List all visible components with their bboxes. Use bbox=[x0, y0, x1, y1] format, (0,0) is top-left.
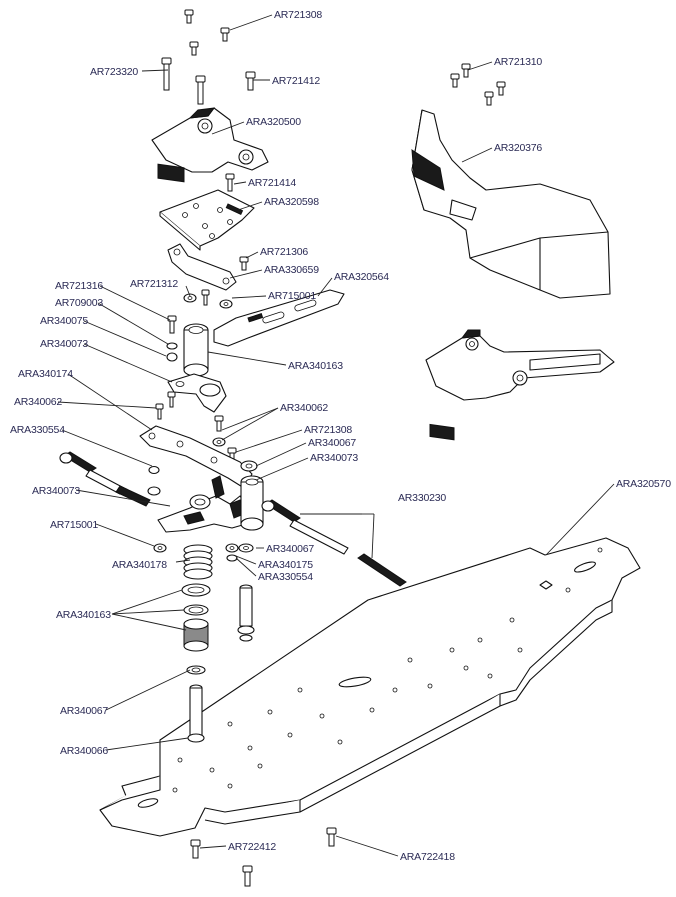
king-pin-post bbox=[187, 684, 205, 743]
label-ar340073-right: AR340073 bbox=[310, 452, 358, 464]
steering-hub-lower bbox=[157, 475, 249, 533]
upper-nuts bbox=[166, 293, 233, 362]
label-ar721308-mid: AR721308 bbox=[304, 424, 352, 436]
label-ara340163-lower: ARA340163 bbox=[56, 609, 111, 621]
center-link-plate bbox=[139, 425, 253, 489]
servo-saver-arm bbox=[167, 243, 237, 291]
label-ar340067-upper: AR340067 bbox=[308, 437, 356, 449]
screws bbox=[155, 9, 506, 887]
label-ar340075: AR340075 bbox=[40, 315, 88, 327]
label-ar721306: AR721306 bbox=[260, 246, 308, 258]
upper-post bbox=[183, 323, 209, 377]
body-shell bbox=[411, 109, 611, 299]
bulkhead-assembled bbox=[425, 329, 615, 441]
label-ar721316: AR721316 bbox=[55, 280, 103, 292]
steering-plate bbox=[159, 189, 255, 251]
label-ara340178: ARA340178 bbox=[112, 559, 167, 571]
steering-arm-long bbox=[213, 289, 345, 347]
label-ar330230: AR330230 bbox=[398, 492, 446, 504]
label-ar715001-lower: AR715001 bbox=[50, 519, 98, 531]
bell-crank bbox=[167, 373, 227, 413]
label-ar340067-lower: AR340067 bbox=[60, 705, 108, 717]
label-ara330554-lower: ARA330554 bbox=[258, 571, 313, 583]
label-ara340175: ARA340175 bbox=[258, 559, 313, 571]
label-ar340062-left: AR340062 bbox=[14, 396, 62, 408]
label-ara330554-left: ARA330554 bbox=[10, 424, 65, 436]
lower-stack bbox=[181, 583, 211, 675]
label-ar721412: AR721412 bbox=[272, 75, 320, 87]
label-ar340066: AR340066 bbox=[60, 745, 108, 757]
label-ar721312: AR721312 bbox=[130, 278, 178, 290]
label-ara320500: ARA320500 bbox=[246, 116, 301, 128]
label-ar340073-upper: AR340073 bbox=[40, 338, 88, 350]
label-ara320564: ARA320564 bbox=[334, 271, 389, 283]
label-ara330659: ARA330659 bbox=[264, 264, 319, 276]
spring bbox=[183, 544, 213, 580]
label-ar340073-left: AR340073 bbox=[32, 485, 80, 497]
label-ara340174: ARA340174 bbox=[18, 368, 73, 380]
label-ar320376: AR320376 bbox=[494, 142, 542, 154]
lower-pin bbox=[237, 584, 255, 642]
label-ara320598: ARA320598 bbox=[264, 196, 319, 208]
label-ar709003: AR709003 bbox=[55, 297, 103, 309]
label-ara320570: ARA320570 bbox=[616, 478, 671, 490]
label-ar340062-right: AR340062 bbox=[280, 402, 328, 414]
label-ar715001-upper: AR715001 bbox=[268, 290, 316, 302]
label-ar722412: AR722412 bbox=[228, 841, 276, 853]
turnbuckle-right bbox=[261, 499, 407, 587]
label-ar721308-top: AR721308 bbox=[274, 9, 322, 21]
label-ar723320: AR723320 bbox=[90, 66, 138, 78]
lower-column bbox=[240, 475, 264, 531]
chassis-plate bbox=[99, 537, 641, 837]
label-ara722418: ARA722418 bbox=[400, 851, 455, 863]
front-bulkhead-upper bbox=[151, 107, 269, 183]
label-ar340067-mid: AR340067 bbox=[266, 543, 314, 555]
leader-lines bbox=[57, 14, 615, 857]
part-labels: AR721308 AR723320 AR721412 AR721310 ARA3… bbox=[10, 9, 671, 863]
label-ar721310: AR721310 bbox=[494, 56, 542, 68]
label-ar721414: AR721414 bbox=[248, 177, 296, 189]
label-ara340163-upper: ARA340163 bbox=[288, 360, 343, 372]
